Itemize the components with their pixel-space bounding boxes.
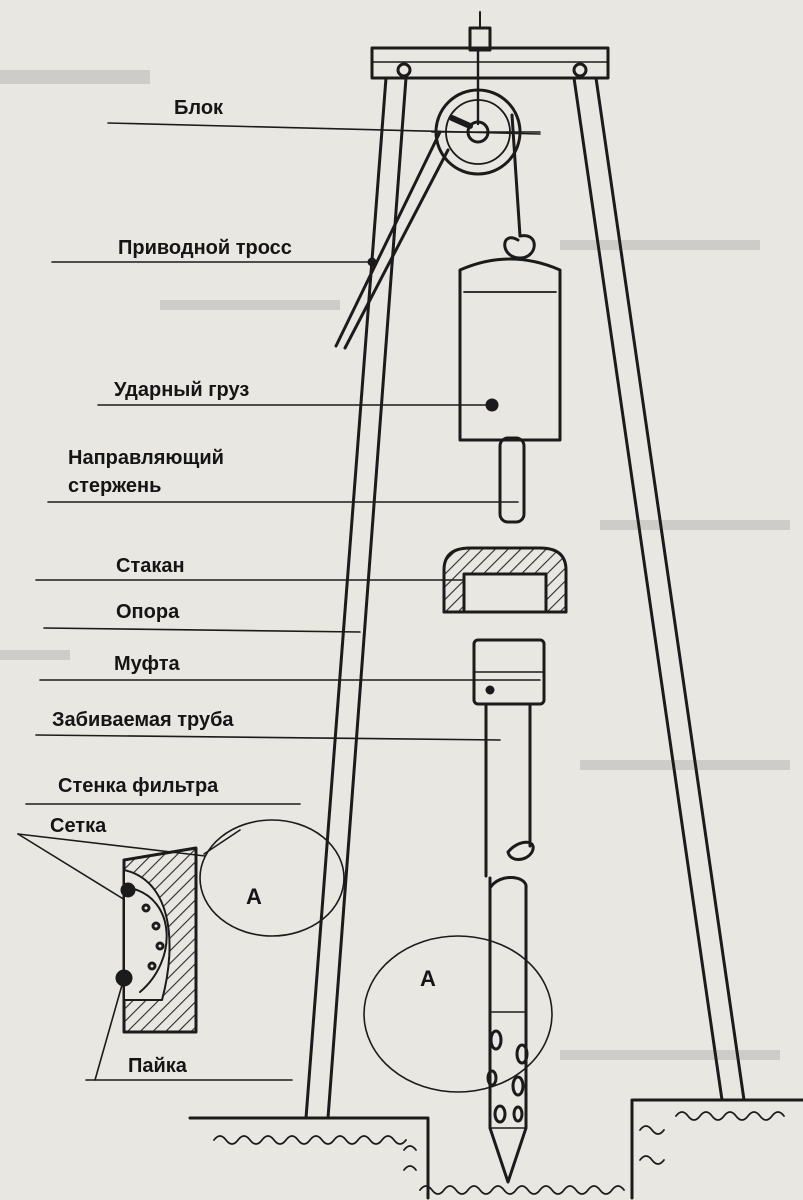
label-solder: Пайка — [128, 1055, 187, 1077]
filter-detail-inset — [115, 829, 241, 1034]
label-impact-weight: Ударный груз — [114, 379, 250, 401]
label-filter-wall: Стенка фильтра — [58, 775, 219, 797]
leader-solder-up — [94, 984, 123, 1081]
label-support: Опора — [116, 601, 180, 623]
right-leg — [572, 76, 746, 1102]
leader-support — [43, 627, 361, 633]
driven-pipe-body — [484, 702, 535, 1184]
label-block: Блок — [174, 97, 224, 119]
label-guide-rod-line2: стержень — [68, 475, 162, 497]
derrick-frame — [304, 11, 746, 1120]
cup-body — [442, 546, 568, 614]
label-mesh: Сетка — [50, 815, 107, 837]
impact-weight-body — [458, 257, 562, 442]
coupling-body — [472, 638, 546, 706]
label-coupling: Муфта — [114, 653, 180, 675]
leader-mesh-diag — [17, 833, 126, 901]
background-texture — [0, 70, 790, 1060]
guide-rod-body — [498, 436, 526, 524]
detail-circle-pipe — [363, 935, 553, 1093]
leader-driven-pipe — [35, 734, 501, 741]
label-guide-rod-line1: Направляющий — [68, 447, 224, 469]
detail-circles — [199, 819, 553, 1093]
drive-cable — [334, 113, 536, 350]
ground — [188, 1098, 803, 1200]
detail-a-pipe-marker: А — [420, 966, 436, 991]
detail-a-inset-marker: А — [246, 884, 262, 909]
detail-circle-inset — [199, 819, 345, 937]
left-leg — [304, 76, 408, 1120]
label-driven-pipe: Забиваемая труба — [52, 709, 234, 731]
label-cup: Стакан — [116, 555, 185, 577]
pulley-block — [431, 48, 541, 176]
label-drive-cable: Приводной тросс — [118, 237, 292, 259]
